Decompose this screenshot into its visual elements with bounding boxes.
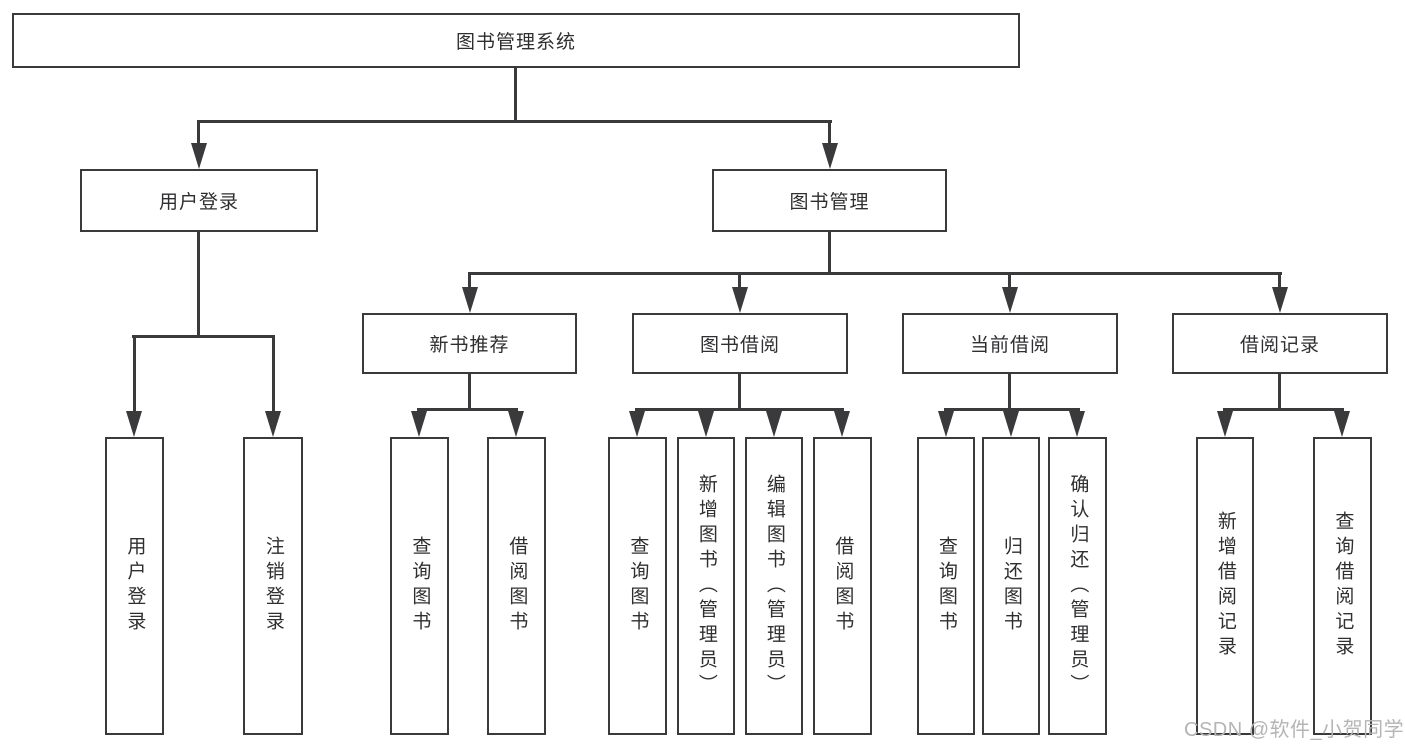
- node-label: 借阅图书: [832, 536, 854, 636]
- connector-line: [828, 120, 831, 145]
- node-label: 归还图书: [1000, 536, 1022, 636]
- leaf-borrow-books-1: 借阅图书: [487, 437, 546, 735]
- arrow-down-icon: [698, 411, 714, 437]
- node-label: 新增借阅记录: [1214, 511, 1236, 661]
- arrow-down-icon: [938, 411, 954, 437]
- connector-line: [944, 408, 1080, 411]
- node-book-borrowing: 图书借阅: [632, 313, 848, 374]
- csdn-watermark: CSDN @软件_小贺同学: [1184, 719, 1405, 741]
- node-label: 确认归还（管理员）: [1067, 473, 1089, 699]
- connector-line: [468, 272, 471, 289]
- node-label: 编辑图书（管理员）: [763, 473, 785, 699]
- connector-line: [197, 120, 200, 145]
- node-label: 新增图书（管理员）: [695, 473, 717, 699]
- leaf-edit-books-admin: 编辑图书（管理员）: [745, 437, 803, 735]
- connector-line: [272, 335, 275, 413]
- node-label: 用户登录: [124, 536, 146, 636]
- arrow-down-icon: [265, 411, 281, 437]
- connector-line: [133, 335, 136, 413]
- leaf-add-borrow-record: 新增借阅记录: [1196, 437, 1254, 735]
- node-label: 用户登录: [158, 192, 239, 213]
- leaf-user-login: 用户登录: [105, 437, 164, 735]
- node-label: 图书管理: [789, 192, 870, 213]
- connector-line: [828, 232, 831, 275]
- leaf-query-books-1: 查询图书: [390, 437, 449, 735]
- connector-line: [1278, 272, 1281, 289]
- arrow-down-icon: [1069, 411, 1085, 437]
- connector-line: [738, 272, 741, 289]
- node-label: 查询图书: [935, 536, 957, 636]
- connector-line: [197, 120, 832, 123]
- node-current-borrowing: 当前借阅: [902, 313, 1118, 374]
- node-label: 注销登录: [262, 536, 284, 636]
- node-user-login: 用户登录: [80, 169, 318, 232]
- arrow-down-icon: [822, 143, 838, 169]
- leaf-query-books-3: 查询图书: [917, 437, 975, 735]
- arrow-down-icon: [411, 411, 427, 437]
- arrow-down-icon: [462, 287, 478, 313]
- node-label: 查询借阅记录: [1332, 511, 1354, 661]
- node-label: 新书推荐: [429, 335, 510, 356]
- connector-line: [1223, 408, 1344, 411]
- leaf-query-borrow-record: 查询借阅记录: [1313, 437, 1372, 735]
- node-label: 查询图书: [409, 536, 431, 636]
- connector-line: [1008, 272, 1011, 289]
- leaf-logout: 注销登录: [243, 437, 303, 735]
- node-borrowing-records: 借阅记录: [1172, 313, 1388, 374]
- leaf-add-books-admin: 新增图书（管理员）: [677, 437, 735, 735]
- node-label: 图书管理系统: [455, 32, 576, 53]
- leaf-query-books-2: 查询图书: [608, 437, 667, 735]
- arrow-down-icon: [766, 411, 782, 437]
- node-label: 当前借阅: [969, 335, 1050, 356]
- arrow-down-icon: [1272, 287, 1288, 313]
- connector-line: [132, 335, 275, 338]
- node-label: 图书借阅: [699, 335, 780, 356]
- arrow-down-icon: [191, 143, 207, 169]
- connector-line: [1278, 374, 1281, 411]
- arrow-down-icon: [834, 411, 850, 437]
- connector-line: [417, 408, 518, 411]
- leaf-confirm-return-admin: 确认归还（管理员）: [1048, 437, 1107, 735]
- connector-line: [197, 232, 200, 338]
- leaf-borrow-books-2: 借阅图书: [813, 437, 872, 735]
- arrow-down-icon: [1217, 411, 1233, 437]
- arrow-down-icon: [1002, 287, 1018, 313]
- arrow-down-icon: [1334, 411, 1350, 437]
- arrow-down-icon: [126, 411, 142, 437]
- node-label: 查询图书: [627, 536, 649, 636]
- connector-line: [514, 68, 517, 122]
- node-new-book-recommend: 新书推荐: [362, 313, 577, 374]
- arrow-down-icon: [508, 411, 524, 437]
- leaf-return-books: 归还图书: [982, 437, 1040, 735]
- connector-line: [468, 272, 1282, 275]
- connector-line: [468, 374, 471, 411]
- connector-line: [635, 408, 844, 411]
- node-book-management: 图书管理: [712, 169, 947, 232]
- node-root: 图书管理系统: [12, 13, 1020, 68]
- arrow-down-icon: [1003, 411, 1019, 437]
- arrow-down-icon: [629, 411, 645, 437]
- node-label: 借阅图书: [506, 536, 528, 636]
- node-label: 借阅记录: [1239, 335, 1320, 356]
- arrow-down-icon: [732, 287, 748, 313]
- connector-line: [1008, 374, 1011, 411]
- connector-line: [738, 374, 741, 411]
